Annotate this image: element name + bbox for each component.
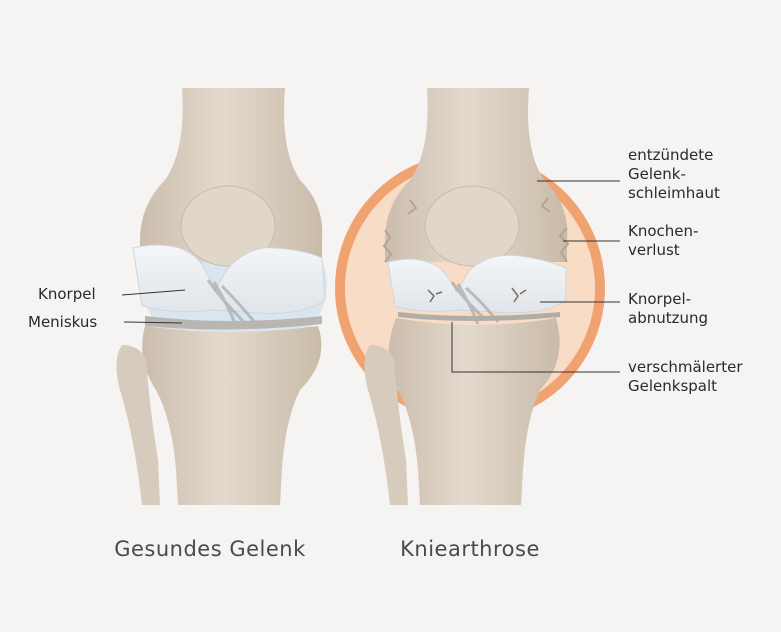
label-meniskus: Meniskus <box>28 313 97 332</box>
label-bone-loss: Knochen- verlust <box>628 222 698 260</box>
label-narrowed-gap-line1: verschmälerter <box>628 358 743 377</box>
caption-knee-arthrosis: Kniearthrose <box>340 537 600 561</box>
label-bone-loss-line1: Knochen- <box>628 222 698 241</box>
label-cartilage-wear-line2: abnutzung <box>628 309 708 328</box>
label-cartilage-wear: Knorpel- abnutzung <box>628 290 708 328</box>
arthrosis-tibia <box>388 318 559 505</box>
arthrosis-patella <box>425 186 519 266</box>
label-narrowed-gap: verschmälerter Gelenkspalt <box>628 358 743 396</box>
healthy-tibia <box>142 326 321 505</box>
label-bone-loss-line2: verlust <box>628 241 698 260</box>
label-knorpel: Knorpel <box>38 285 96 304</box>
label-narrowed-gap-line2: Gelenkspalt <box>628 377 743 396</box>
arthrosis-knee <box>340 88 600 505</box>
label-inflamed-synovium-line3: schleimhaut <box>628 184 720 203</box>
healthy-knee <box>116 88 327 505</box>
label-cartilage-wear-line1: Knorpel- <box>628 290 708 309</box>
label-inflamed-synovium: entzündete Gelenk- schleimhaut <box>628 146 720 203</box>
label-inflamed-synovium-line1: entzündete <box>628 146 720 165</box>
caption-healthy-joint: Gesundes Gelenk <box>80 537 340 561</box>
label-inflamed-synovium-line2: Gelenk- <box>628 165 720 184</box>
